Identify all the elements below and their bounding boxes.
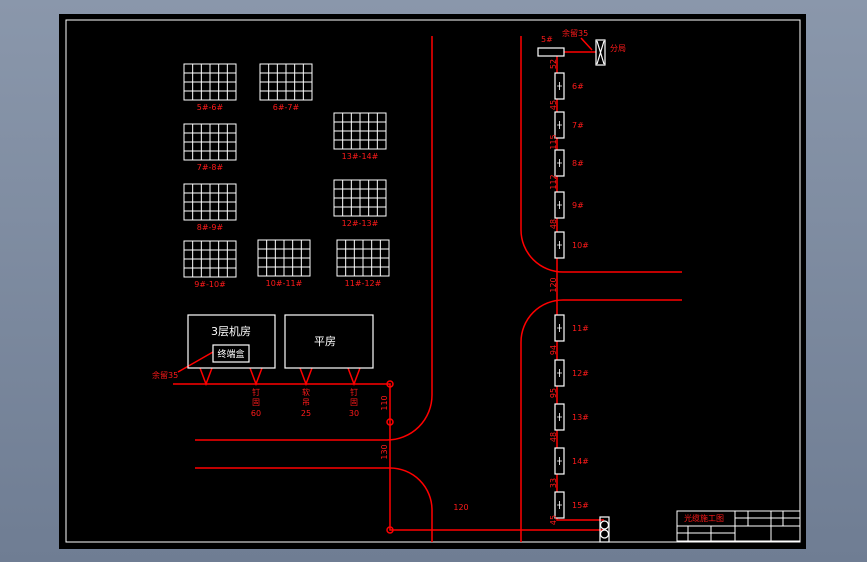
pole-symbol xyxy=(557,159,562,167)
pole-symbol xyxy=(557,201,562,209)
span-length: 95 xyxy=(549,388,558,398)
segment-length: 30 xyxy=(349,409,359,418)
pole-symbol xyxy=(557,501,562,509)
pole-label: 15# xyxy=(572,501,589,510)
terminal-box-label: 终端盒 xyxy=(217,348,244,360)
distribution-grid xyxy=(333,112,387,150)
reserve-label: 余留35 xyxy=(152,370,178,380)
segment-method: 钉固 xyxy=(252,387,260,407)
distribution-grid xyxy=(336,239,390,277)
grid-label: 13#-14# xyxy=(342,152,379,161)
pole-symbol xyxy=(557,369,562,377)
segment-length: 25 xyxy=(301,409,311,418)
grid-label: 9#-10# xyxy=(194,280,226,289)
span-length: 52 xyxy=(549,59,558,69)
drop-marks xyxy=(177,351,361,387)
distribution-grid xyxy=(259,63,313,101)
grid-label: 5#-6# xyxy=(197,103,224,112)
span-length: 94 xyxy=(549,345,558,355)
grid-label: 6#-7# xyxy=(273,103,300,112)
grid-label: 12#-13# xyxy=(342,219,379,228)
span-length: 33 xyxy=(549,478,558,488)
pole-symbol xyxy=(557,121,562,129)
dim-label: 120 xyxy=(453,503,468,512)
pole-label: 9# xyxy=(572,201,584,210)
pole-5 xyxy=(537,47,565,57)
span-length: 48 xyxy=(549,432,558,442)
pole-symbol xyxy=(557,82,562,90)
segment-length: 60 xyxy=(251,409,261,418)
distribution-grid xyxy=(183,183,237,221)
roads xyxy=(173,36,682,542)
building-label: 3层机房 xyxy=(211,324,251,338)
span-length: 112 xyxy=(549,174,558,189)
pole-label: 10# xyxy=(572,241,589,250)
dim-label: 110 xyxy=(380,395,389,410)
distribution-grid xyxy=(183,123,237,161)
office-symbol xyxy=(596,40,605,65)
pole-label: 13# xyxy=(572,413,589,422)
segment-method: 软吊 xyxy=(302,387,310,407)
reserve-label: 余留35 xyxy=(562,28,588,38)
pole-symbol xyxy=(557,241,562,249)
grid-label: 8#-9# xyxy=(197,223,224,232)
node-marker xyxy=(386,380,394,388)
manhole-symbol xyxy=(599,516,610,543)
pole-label: 12# xyxy=(572,369,589,378)
building-machine-room xyxy=(187,314,276,369)
distribution-grid xyxy=(183,63,237,101)
span-length: 48 xyxy=(549,219,558,229)
terminal-box xyxy=(212,344,250,363)
span-length: 120 xyxy=(549,277,558,292)
span-length: 115 xyxy=(549,134,558,149)
pole-label: 5# xyxy=(541,35,553,44)
pole-label: 8# xyxy=(572,159,584,168)
grid-label: 11#-12# xyxy=(345,279,382,288)
pole-label: 6# xyxy=(572,82,584,91)
distribution-grid xyxy=(333,179,387,217)
title-block-title: 光缆施工图 xyxy=(684,513,724,523)
pole-symbol xyxy=(557,324,562,332)
span-length: 45 xyxy=(549,100,558,110)
left-cable-line xyxy=(173,383,604,531)
title-block xyxy=(676,510,801,542)
span-length: 45 xyxy=(549,515,558,525)
pole-symbol xyxy=(557,413,562,421)
pole-label: 7# xyxy=(572,121,584,130)
grid-label: 10#-11# xyxy=(266,279,303,288)
node-marker xyxy=(386,418,394,426)
pole-label: 14# xyxy=(572,457,589,466)
building-bungalow xyxy=(284,314,374,369)
road-edge xyxy=(520,299,682,542)
building-label: 平房 xyxy=(314,335,336,348)
road-edge xyxy=(195,36,433,441)
road-edge xyxy=(195,467,433,542)
drawing-border xyxy=(65,19,801,543)
grid-label: 7#-8# xyxy=(197,163,224,172)
node-marker xyxy=(386,526,394,534)
dim-label: 130 xyxy=(380,444,389,459)
segment-method: 钉固 xyxy=(350,387,358,407)
pole-label: 11# xyxy=(572,324,589,333)
distribution-grid xyxy=(257,239,311,277)
office-box xyxy=(595,39,606,66)
distribution-grid xyxy=(183,240,237,278)
office-label: 分局 xyxy=(610,44,626,53)
office-link xyxy=(564,37,596,53)
pole-symbol xyxy=(557,457,562,465)
road-edge xyxy=(520,36,682,273)
